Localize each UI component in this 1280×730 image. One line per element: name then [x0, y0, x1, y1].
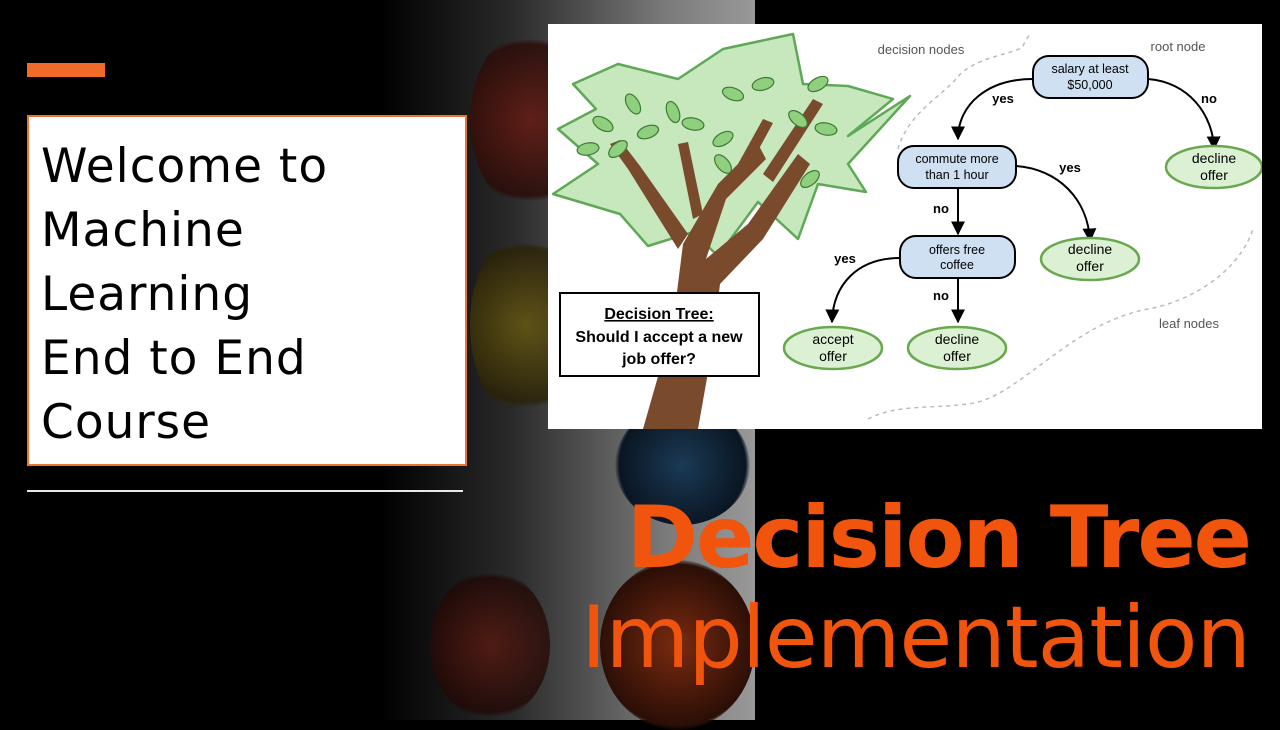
commute-node: commute more than 1 hour — [897, 145, 1017, 189]
coffee-node: offers free coffee — [899, 235, 1016, 279]
edge-root-no — [1147, 78, 1221, 151]
caption-title: Decision Tree: — [604, 306, 713, 323]
edge-root-yes — [951, 78, 1034, 141]
leaf-decline-root-line-2: offer — [1200, 167, 1228, 183]
headline: Decision Tree — [626, 488, 1252, 588]
edge-label-commute-no: no — [933, 201, 949, 216]
edge-label-commute-yes: yes — [1059, 160, 1081, 175]
decision-tree-diagram: Decision Tree: Should I accept a new job… — [548, 24, 1262, 429]
leaf-accept: accept offer — [782, 325, 884, 371]
edge-commute-yes — [1015, 165, 1097, 243]
root-node-line-2: $50,000 — [1067, 78, 1112, 92]
diagram-canvas: Decision Tree: Should I accept a new job… — [551, 32, 1262, 429]
tree-branch-right — [763, 99, 823, 182]
background-orb-5 — [430, 570, 550, 720]
coffee-node-line-2: coffee — [940, 258, 974, 272]
edge-label-root-no: no — [1201, 91, 1217, 106]
coffee-node-line-1: offers free — [929, 243, 985, 257]
leaf-decline-commute: decline offer — [1039, 236, 1141, 282]
leaf-accept-line-1: accept — [812, 331, 853, 347]
leaf-decline-root-line-1: decline — [1192, 150, 1237, 166]
course-title: Welcome to Machine Learning End to End C… — [41, 139, 329, 450]
tree-branch-top — [738, 119, 773, 169]
divider-line — [27, 490, 463, 492]
annotation-decision-nodes: decision nodes — [878, 42, 965, 57]
tree-leaves — [576, 75, 838, 189]
leaf-decline-coffee: decline offer — [906, 325, 1008, 371]
leaf-decline-coffee-line-1: decline — [935, 331, 980, 347]
tree-branch-left — [610, 140, 688, 249]
caption-line-2: job offer? — [621, 351, 696, 368]
root-node-line-1: salary at least — [1051, 62, 1129, 76]
edge-label-coffee-yes: yes — [834, 251, 856, 266]
root-node: salary at least $50,000 — [1032, 55, 1149, 99]
leaf-decline-commute-line-1: decline — [1068, 241, 1113, 257]
commute-node-line-1: commute more — [915, 152, 998, 166]
caption-line-1: Should I accept a new — [575, 329, 743, 346]
subheadline: Implementation — [581, 588, 1251, 688]
tree-foliage — [551, 32, 912, 258]
diagram-caption-box: Decision Tree: Should I accept a new job… — [559, 292, 760, 377]
annotation-root-node: root node — [1151, 39, 1206, 54]
leaf-decline-commute-line-2: offer — [1076, 258, 1104, 274]
accent-bar — [27, 63, 105, 77]
tree-branch-mid — [678, 142, 703, 219]
edge-label-root-yes: yes — [992, 91, 1014, 106]
leaf-decline-coffee-line-2: offer — [943, 348, 971, 364]
decision-nodes-bracket — [897, 33, 1031, 150]
annotation-leaf-nodes: leaf nodes — [1159, 316, 1219, 331]
leaf-decline-root: decline offer — [1164, 144, 1262, 190]
title-card: Welcome to Machine Learning End to End C… — [27, 115, 467, 466]
background-orb-4 — [600, 560, 755, 730]
leaf-accept-line-2: offer — [819, 348, 847, 364]
edge-label-coffee-no: no — [933, 288, 949, 303]
commute-node-line-2: than 1 hour — [925, 168, 988, 182]
edge-coffee-yes — [825, 257, 901, 324]
leaf-nodes-bracket — [867, 228, 1254, 420]
